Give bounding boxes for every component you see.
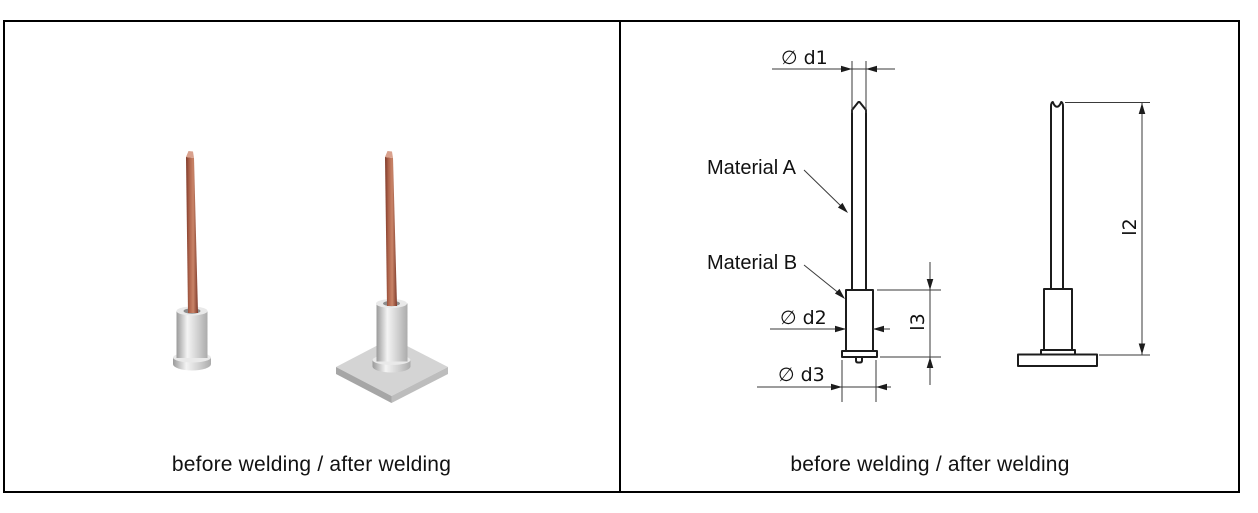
arrowhead: [831, 383, 842, 391]
dimension-d1: ∅ d1: [772, 47, 895, 113]
copper-pin: [186, 157, 198, 313]
pin-assembly-after-welding: [336, 151, 448, 403]
arrowhead: [866, 65, 877, 73]
dimension-d2: ∅ d2: [770, 307, 890, 333]
plate-right-face: [391, 367, 448, 403]
arrowhead: [876, 383, 887, 391]
dim-l2-label: l2: [1119, 218, 1141, 235]
plate-outline: [1017, 353, 1098, 367]
arrowhead: [926, 357, 934, 368]
dimension-l3: l3: [877, 262, 941, 385]
sleeve-body: [376, 303, 408, 362]
material-b-callout: Material B: [707, 252, 845, 299]
pin-tip-chamfer: [385, 151, 393, 158]
material-a-label: Material A: [707, 157, 797, 179]
sleeve-outline: [1043, 288, 1073, 351]
leader-line: [803, 169, 844, 209]
arrowhead: [1138, 103, 1146, 114]
table-border: [3, 20, 1240, 493]
material-b-label: Material B: [707, 252, 797, 274]
drawing-view-before-welding: ∅ d1 Material A Material B ∅ d2: [707, 47, 941, 402]
caption-before-after-render: before welding / after welding: [171, 453, 452, 476]
arrowhead: [835, 325, 846, 333]
dim-d1-label: ∅ d1: [781, 47, 828, 69]
plate-left-face: [336, 367, 392, 403]
leader-line: [803, 264, 841, 295]
render-panel-before-after: [173, 151, 448, 403]
pin-assembly-before-welding: [173, 151, 211, 371]
pin-tip-chamfer: [186, 151, 194, 158]
dimension-l2: l2: [1065, 102, 1150, 356]
dim-l3-label: l3: [907, 313, 929, 330]
dimension-drawing-panel: ∅ d1 Material A Material B ∅ d2: [707, 47, 1150, 402]
pin-outline: [851, 101, 867, 291]
sleeve-body: [176, 311, 208, 358]
material-a-callout: Material A: [707, 157, 848, 213]
table-column-divider: [619, 20, 621, 493]
arrowhead: [1138, 343, 1146, 355]
caption-before-after-drawing: before welding / after welding: [790, 453, 1070, 476]
nub-outline: [855, 356, 863, 364]
drawing-view-after-welding: l2: [1017, 101, 1150, 367]
arrowhead: [841, 65, 852, 73]
arrowhead: [873, 325, 884, 333]
dimension-d3: ∅ d3: [757, 360, 891, 402]
arrowhead: [837, 202, 848, 213]
flange-outline: [841, 350, 878, 358]
welded-pin-outline: [1050, 101, 1064, 290]
dim-d2-label: ∅ d2: [780, 307, 827, 329]
arrowhead: [834, 288, 845, 299]
arrowhead: [926, 279, 934, 290]
dim-d3-label: ∅ d3: [778, 364, 825, 386]
copper-pin: [385, 157, 397, 306]
sleeve-outline: [845, 289, 874, 352]
